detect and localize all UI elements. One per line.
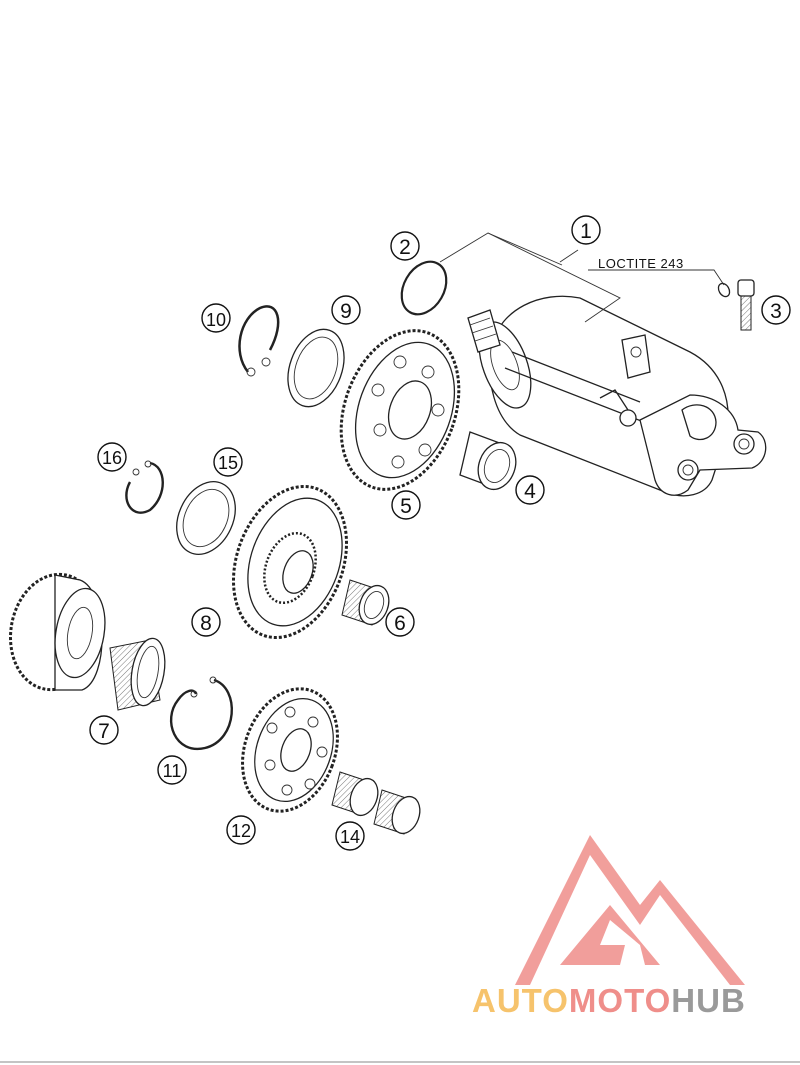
needle-bearing-6 [341,579,390,626]
callout-14: 14 [340,827,360,847]
starter-motor [467,295,767,497]
callout-circles [89,215,791,851]
thrust-washer-9 [287,328,345,408]
callout-11: 11 [163,761,182,781]
circlip-16 [125,460,164,514]
callout-7: 7 [98,720,110,743]
double-gear-8 [232,484,348,640]
callout-4: 4 [524,480,536,503]
starter-gear-7 [9,572,106,692]
bearing-sleeve [109,637,166,711]
automotohub-logo-mark [515,835,745,985]
idler-gear-12 [241,687,339,813]
circlip-10 [238,305,280,377]
callout-3: 3 [770,300,782,323]
callout-5: 5 [400,495,412,518]
callout-16: 16 [102,448,122,468]
watermark-part-hub: HUB [671,982,746,1019]
callout-8: 8 [200,612,212,635]
callout-6: 6 [394,612,406,635]
intermediate-gear-5 [339,329,461,491]
needle-bearing-4 [459,431,517,491]
callout-10: 10 [206,310,226,330]
leader-lines [439,232,725,323]
callout-9: 9 [340,300,352,323]
needle-bearings-14 [331,771,421,835]
mounting-bolt [717,279,755,331]
o-ring [400,260,448,316]
watermark-part-auto: AUTO [472,982,569,1019]
watermark-part-moto: MOTO [569,982,671,1019]
callout-2: 2 [399,236,411,259]
loctite-note: LOCTITE 243 [598,256,684,271]
circlip-11 [169,676,234,751]
callout-15: 15 [218,453,238,473]
callout-12: 12 [231,821,251,841]
thrust-washer-15 [176,481,236,555]
callout-1: 1 [580,220,592,243]
watermark-brand-text: AUTOMOTOHUB [472,982,746,1019]
